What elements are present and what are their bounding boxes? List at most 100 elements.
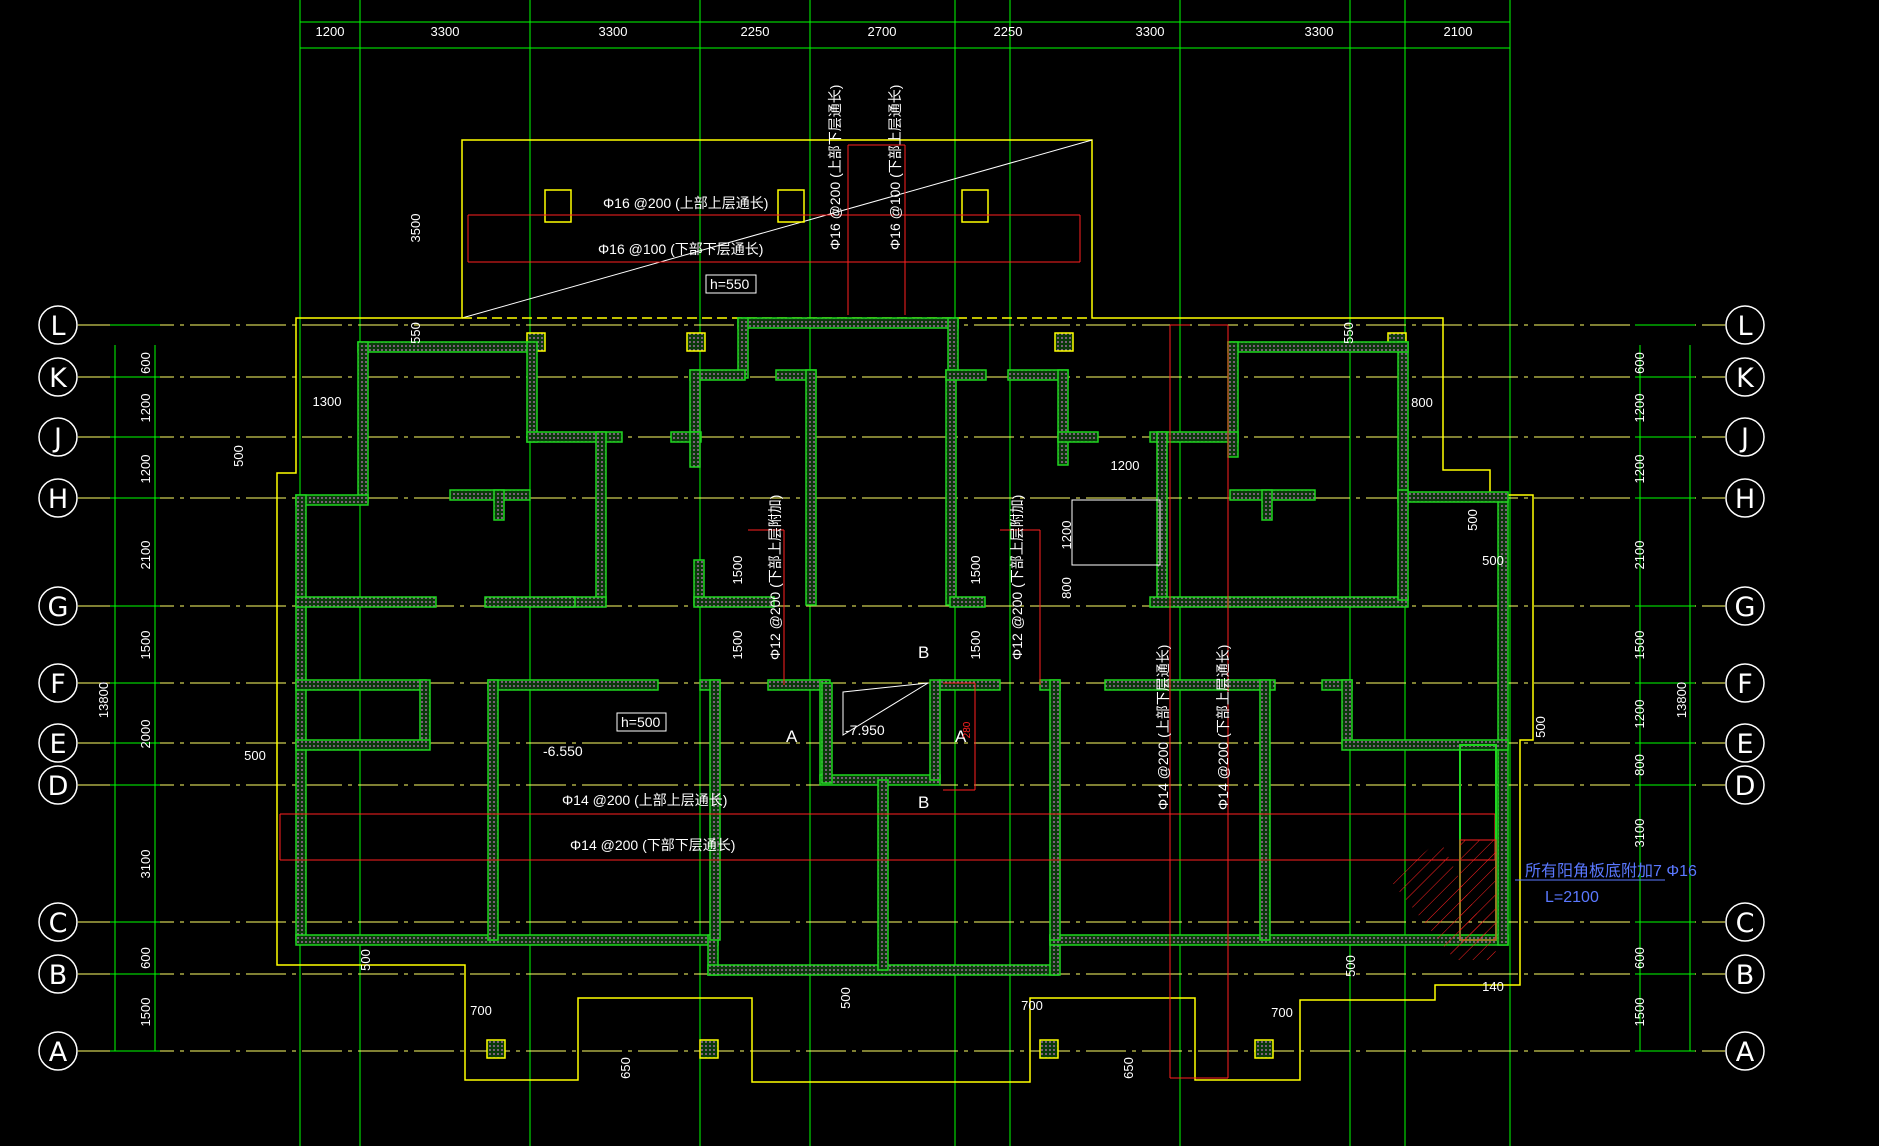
wall-segment [1341, 679, 1353, 745]
wall-segment [767, 679, 829, 691]
left-dim: 1200 [138, 394, 153, 423]
wall-segment [949, 596, 986, 608]
svg-text:K: K [49, 363, 68, 394]
left-dim: 2100 [138, 541, 153, 570]
top-dim: 3300 [1136, 24, 1165, 39]
axis-bubble-B-right: B [1725, 954, 1765, 994]
pit-column [777, 189, 805, 223]
local-dim: 1500 [730, 556, 745, 585]
column-marker [1039, 1039, 1059, 1059]
axis-bubble-C: C [38, 902, 78, 942]
right-dimension-texts: 600 1200 1200 2100 1500 1200 800 3100 60… [1632, 352, 1689, 1026]
corner-length: L=2100 [1545, 889, 1599, 906]
local-dim: 140 [1482, 979, 1504, 994]
rebar-label-mid-lower: Φ14 @200 (下部下层通长) [570, 837, 735, 853]
axis-bubble-D: D [38, 765, 78, 805]
axis-bubble-L: L [38, 305, 78, 345]
left-dim: 1200 [138, 455, 153, 484]
rebar-label-small-b: Φ12 @200 (下部上层附加) [1009, 495, 1025, 660]
axis-bubble-K-right: K [1725, 357, 1765, 397]
top-dim: 2250 [994, 24, 1023, 39]
svg-text:G: G [1735, 592, 1756, 623]
right-total-dim: 13800 [1674, 682, 1689, 718]
wall-segment [805, 369, 817, 606]
core-triangle [842, 682, 929, 736]
right-axis-bubbles: L K J H G F E D C B A [1725, 305, 1765, 1071]
rebar-label-top-lower: Φ16 @100 (下部下层通长) [598, 241, 763, 257]
slab-outline-path [276, 139, 1534, 1083]
wall-segment [1341, 739, 1509, 751]
wall-segment [709, 679, 721, 941]
axis-bubble-E: E [38, 723, 78, 763]
axis-bubble-F-right: F [1725, 663, 1765, 703]
column-marker [486, 1039, 506, 1059]
wall-segment [295, 494, 307, 941]
wall-segment [449, 489, 531, 501]
wall-segment [945, 369, 957, 606]
misc-labels: h=550 h=500 -6.550 -7.950 A A B B 所有阳角板底… [543, 274, 1697, 906]
elevation-label-2: -7.950 [845, 722, 885, 738]
wall-segment [295, 596, 437, 608]
rebar-lines [279, 144, 1496, 1079]
local-dim: 1500 [968, 631, 983, 660]
section-mark-a1: A [786, 727, 798, 746]
svg-text:A: A [1736, 1037, 1755, 1068]
rebar-label-vert-b: Φ16 @100 (下部上层通长) [887, 85, 903, 250]
column-marker [1254, 1039, 1274, 1059]
local-dim: 800 [1059, 577, 1074, 599]
wall-segment [1227, 341, 1409, 353]
axis-bubble-G: G [38, 586, 78, 626]
left-axis-bubbles: L K J H G F E D C B A [38, 305, 78, 1071]
wall-segment [1057, 369, 1069, 466]
right-dim: 1200 [1632, 700, 1647, 729]
top-dim: 1200 [316, 24, 345, 39]
wall-segment [487, 679, 499, 941]
local-dim: 550 [1341, 322, 1356, 344]
svg-text:L: L [50, 311, 65, 342]
wall-segment [1261, 489, 1273, 521]
wall-segment [484, 596, 576, 608]
svg-text:K: K [1736, 363, 1755, 394]
wall-segment [493, 489, 505, 521]
top-dim: 2250 [741, 24, 770, 39]
elevation-label-1: -6.550 [543, 743, 583, 759]
left-dim: 2000 [138, 720, 153, 749]
axis-bubble-H-right: H [1725, 478, 1765, 518]
right-dim: 600 [1632, 947, 1647, 969]
axis-bubble-K: K [38, 357, 78, 397]
local-dimension-texts: 3500 550 550 1300 500 800 1200 1500 1500… [231, 214, 1548, 1079]
right-dim: 3100 [1632, 819, 1647, 848]
local-dim: 500 [1482, 553, 1504, 568]
right-dim: 600 [1632, 352, 1647, 374]
wall-segment [526, 431, 623, 443]
left-dim: 600 [138, 947, 153, 969]
wall-segment [689, 431, 701, 468]
wall-segment [693, 596, 775, 608]
wall-segment [526, 341, 538, 443]
svg-text:F: F [50, 669, 66, 700]
opening-box [1071, 499, 1161, 566]
axis-bubble-H: H [38, 478, 78, 518]
wall-segment [1049, 679, 1061, 941]
right-dim: 1200 [1632, 455, 1647, 484]
local-dim: 1300 [313, 394, 342, 409]
axis-bubble-J: J [38, 417, 78, 457]
column-marker [699, 1039, 719, 1059]
axis-bubble-A-right: A [1725, 1031, 1765, 1071]
wall-segment [1404, 491, 1509, 503]
top-dim: 3300 [431, 24, 460, 39]
svg-text:D: D [1735, 771, 1756, 802]
wall-segment [821, 682, 833, 784]
local-dim: 700 [1271, 1005, 1293, 1020]
svg-text:J: J [1739, 423, 1749, 454]
local-dim: 1200 [1059, 521, 1074, 550]
wall-segment [689, 369, 701, 441]
local-dim: 500 [1533, 716, 1548, 738]
local-dim: 280 [962, 721, 973, 738]
svg-text:D: D [48, 771, 69, 802]
wall-segment [295, 739, 431, 751]
wall-segment [419, 679, 431, 745]
pit-diagonal [461, 139, 1093, 319]
axis-bubble-G-right: G [1725, 586, 1765, 626]
svg-text:J: J [52, 423, 62, 454]
